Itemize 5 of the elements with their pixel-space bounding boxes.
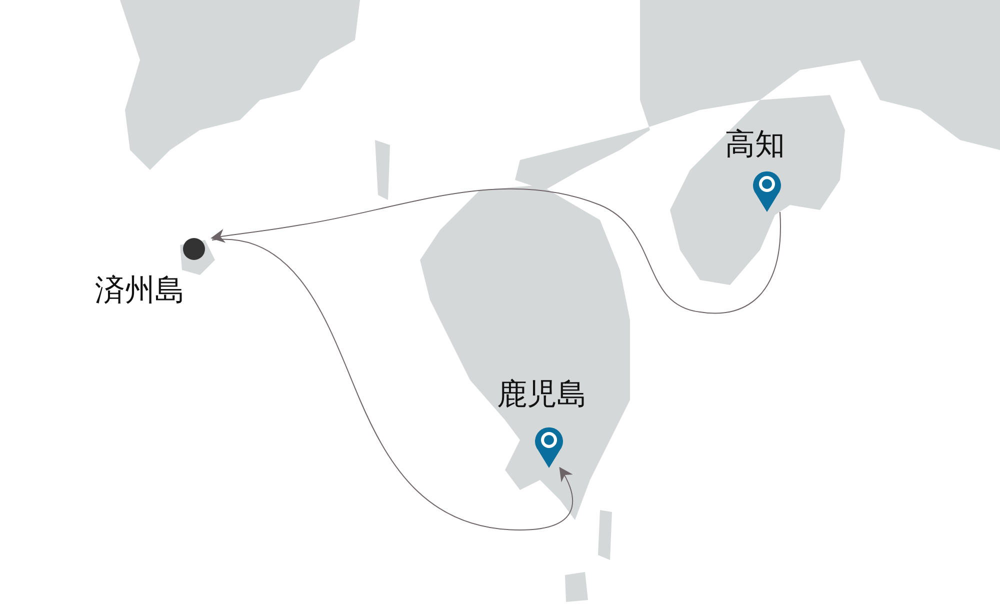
route-line xyxy=(210,188,781,314)
route-line xyxy=(212,239,574,530)
place-name: 鹿児島 xyxy=(497,378,587,412)
place-name: 済州島 xyxy=(95,274,185,308)
place-name: 高知 xyxy=(725,128,785,162)
